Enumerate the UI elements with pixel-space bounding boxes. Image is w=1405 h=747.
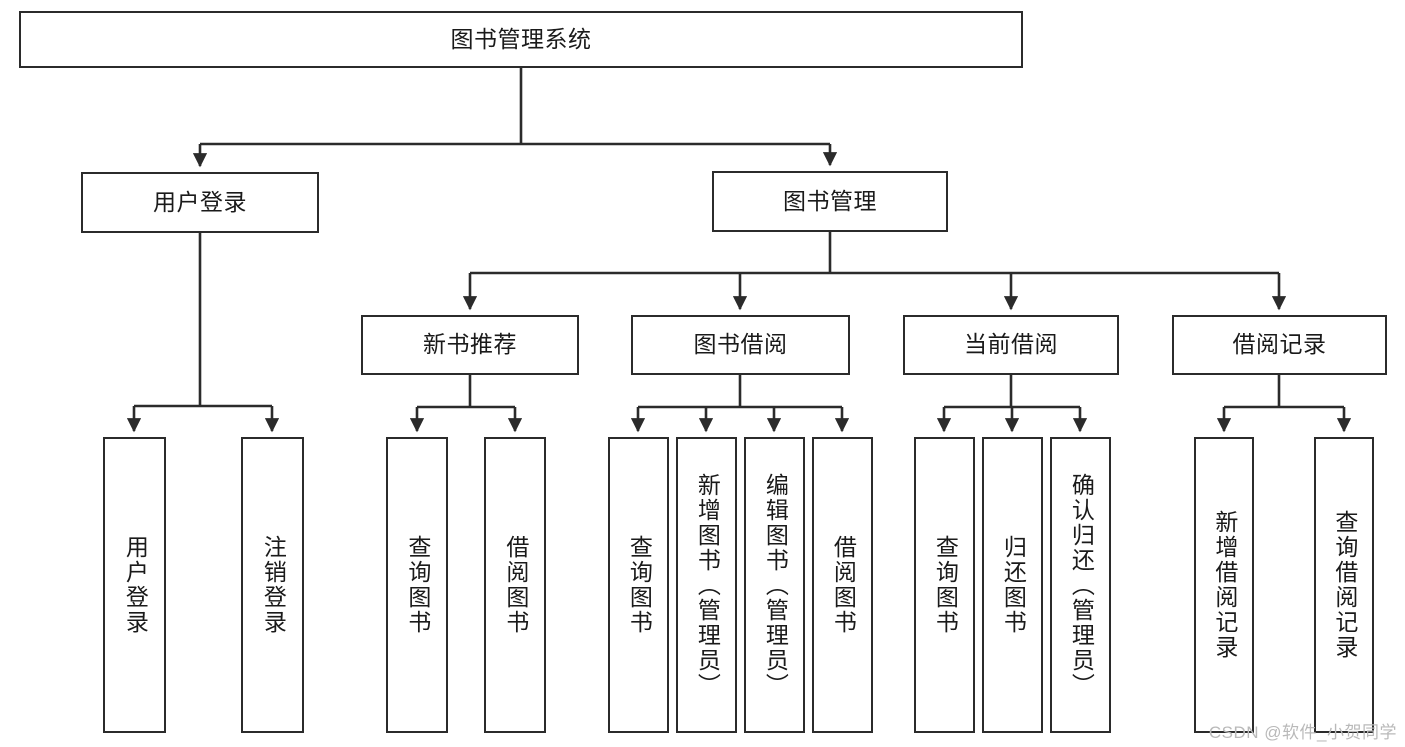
node-current-borrow-label: 当前借阅	[964, 331, 1058, 358]
node-query-book-1[interactable]: 查询图书	[386, 437, 448, 733]
node-user-login-leaf[interactable]: 用户登录	[103, 437, 166, 733]
node-root-label: 图书管理系统	[450, 25, 592, 52]
node-borrow-book-1-label: 借阅图书	[502, 535, 529, 635]
node-query-book-3[interactable]: 查询图书	[914, 437, 975, 733]
node-query-book-2[interactable]: 查询图书	[608, 437, 669, 733]
node-borrow-records[interactable]: 借阅记录	[1172, 315, 1387, 375]
node-add-borrow-record-label: 新增借阅记录	[1211, 510, 1238, 660]
node-book-management-label: 图书管理	[783, 187, 877, 214]
node-add-book-admin-label: 新增图书（管理员）	[694, 472, 721, 698]
node-book-borrow[interactable]: 图书借阅	[631, 315, 850, 375]
node-borrow-book-2-label: 借阅图书	[830, 535, 857, 635]
node-return-book[interactable]: 归还图书	[982, 437, 1043, 733]
node-current-borrow[interactable]: 当前借阅	[903, 315, 1119, 375]
node-user-login-leaf-label: 用户登录	[122, 535, 149, 635]
node-add-borrow-record[interactable]: 新增借阅记录	[1194, 437, 1254, 733]
node-confirm-return-admin-label: 确认归还（管理员）	[1068, 472, 1095, 698]
node-edit-book-admin[interactable]: 编辑图书（管理员）	[744, 437, 805, 733]
csdn-watermark: CSDN @软件_小贺同学	[1208, 723, 1397, 742]
node-query-book-1-label: 查询图书	[404, 535, 431, 635]
node-book-management[interactable]: 图书管理	[712, 171, 948, 232]
node-new-book-recommend-label: 新书推荐	[423, 331, 517, 358]
node-return-book-label: 归还图书	[1000, 535, 1027, 635]
node-edit-book-admin-label: 编辑图书（管理员）	[762, 472, 789, 698]
node-confirm-return-admin[interactable]: 确认归还（管理员）	[1050, 437, 1111, 733]
node-query-book-2-label: 查询图书	[626, 535, 653, 635]
node-user-logout-leaf-label: 注销登录	[260, 535, 287, 635]
node-book-borrow-label: 图书借阅	[693, 331, 788, 358]
node-root[interactable]: 图书管理系统	[19, 11, 1023, 68]
node-borrow-records-label: 借阅记录	[1232, 331, 1327, 358]
node-query-book-3-label: 查询图书	[932, 535, 959, 635]
node-add-book-admin[interactable]: 新增图书（管理员）	[676, 437, 737, 733]
node-new-book-recommend[interactable]: 新书推荐	[361, 315, 579, 375]
node-query-borrow-record-label: 查询借阅记录	[1331, 510, 1358, 660]
node-query-borrow-record[interactable]: 查询借阅记录	[1314, 437, 1374, 733]
node-user-logout-leaf[interactable]: 注销登录	[241, 437, 304, 733]
node-user-login-label: 用户登录	[153, 188, 247, 215]
node-borrow-book-1[interactable]: 借阅图书	[484, 437, 546, 733]
node-borrow-book-2[interactable]: 借阅图书	[812, 437, 873, 733]
node-user-login[interactable]: 用户登录	[81, 172, 319, 233]
